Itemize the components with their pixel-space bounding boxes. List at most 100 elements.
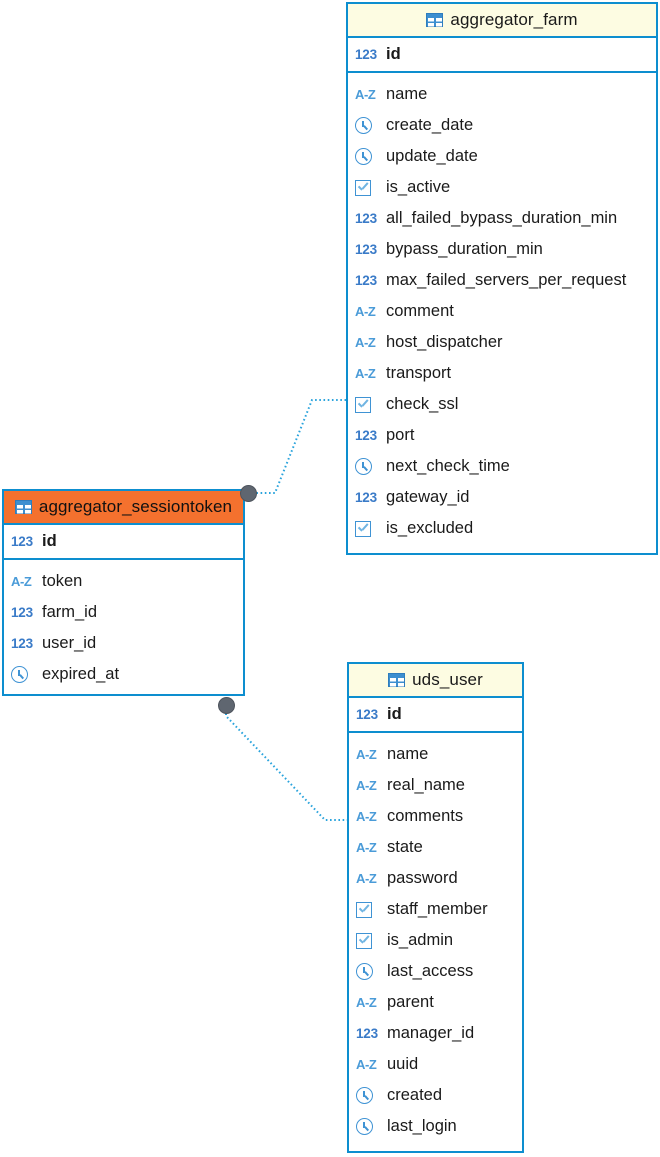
table-header[interactable]: aggregator_sessiontoken [4, 491, 243, 525]
field-label: id [387, 705, 402, 723]
field-label: uuid [387, 1055, 419, 1073]
field-label: user_id [42, 634, 97, 652]
text-icon: A-Z [355, 304, 376, 319]
field-row[interactable]: is_excluded [348, 513, 656, 544]
number-icon: 123 [355, 490, 377, 505]
field-label: parent [387, 993, 434, 1011]
text-icon: A-Z [11, 574, 32, 589]
field-label: max_failed_servers_per_request [386, 271, 627, 289]
field-label: name [387, 745, 429, 763]
table-header[interactable]: aggregator_farm [348, 4, 656, 38]
table-grid-icon [14, 500, 32, 514]
field-row[interactable]: create_date [348, 110, 656, 141]
primary-key-row[interactable]: 123 id [349, 698, 522, 733]
field-label: last_access [387, 962, 474, 980]
field-label: check_ssl [386, 395, 459, 413]
number-icon: 123 [11, 605, 33, 620]
field-label: farm_id [42, 603, 98, 621]
datetime-icon [356, 1117, 380, 1137]
boolean-icon [355, 395, 379, 415]
number-icon: 123 [11, 534, 33, 549]
table-name: aggregator_sessiontoken [38, 497, 233, 516]
field-row[interactable]: is_active [348, 172, 656, 203]
datetime-icon [11, 665, 35, 685]
boolean-icon [355, 178, 379, 198]
datetime-icon [355, 147, 379, 167]
field-row[interactable]: created [349, 1080, 522, 1111]
field-row[interactable]: is_admin [349, 925, 522, 956]
table-name: uds_user [412, 670, 483, 689]
field-label: is_active [386, 178, 451, 196]
field-label: is_excluded [386, 519, 474, 537]
number-icon: 123 [356, 707, 378, 722]
field-row[interactable]: 123 bypass_duration_min [348, 234, 656, 265]
field-label: next_check_time [386, 457, 510, 475]
number-icon: 123 [355, 211, 377, 226]
text-icon: A-Z [356, 840, 377, 855]
field-label: update_date [386, 147, 478, 165]
field-row[interactable]: update_date [348, 141, 656, 172]
field-label: expired_at [42, 665, 120, 683]
field-label: port [386, 426, 415, 444]
field-row[interactable]: A-Z comments [349, 801, 522, 832]
field-row[interactable]: check_ssl [348, 389, 656, 420]
text-icon: A-Z [355, 87, 376, 102]
text-icon: A-Z [356, 871, 377, 886]
field-label: state [387, 838, 423, 856]
text-icon: A-Z [355, 366, 376, 381]
field-row[interactable]: 123 farm_id [4, 597, 243, 628]
field-row[interactable]: last_access [349, 956, 522, 987]
anchor-bottom-left[interactable] [218, 697, 235, 714]
field-label: staff_member [387, 900, 488, 918]
field-row[interactable]: A-Z state [349, 832, 522, 863]
anchor-top-right[interactable] [240, 485, 257, 502]
field-label: comments [387, 807, 464, 825]
field-label: all_failed_bypass_duration_min [386, 209, 618, 227]
field-row[interactable]: 123 all_failed_bypass_duration_min [348, 203, 656, 234]
field-label: created [387, 1086, 443, 1104]
field-row[interactable]: staff_member [349, 894, 522, 925]
table-grid-icon [388, 673, 406, 687]
table-header[interactable]: uds_user [349, 664, 522, 698]
datetime-icon [355, 457, 379, 477]
primary-key-row[interactable]: 123 id [4, 525, 243, 560]
table-name: aggregator_farm [450, 10, 578, 29]
datetime-icon [356, 962, 380, 982]
boolean-icon [355, 519, 379, 539]
field-label: last_login [387, 1117, 457, 1135]
text-icon: A-Z [356, 809, 377, 824]
relation-line-user [225, 705, 347, 821]
field-label: bypass_duration_min [386, 240, 543, 258]
field-row[interactable]: expired_at [4, 659, 243, 690]
field-label: id [42, 532, 57, 550]
field-label: comment [386, 302, 454, 320]
number-icon: 123 [355, 242, 377, 257]
number-icon: 123 [356, 1026, 378, 1041]
field-label: id [386, 45, 401, 63]
field-row[interactable]: next_check_time [348, 451, 656, 482]
field-row[interactable]: A-Z comment [348, 296, 656, 327]
field-row[interactable]: last_login [349, 1111, 522, 1142]
boolean-icon [356, 931, 380, 951]
